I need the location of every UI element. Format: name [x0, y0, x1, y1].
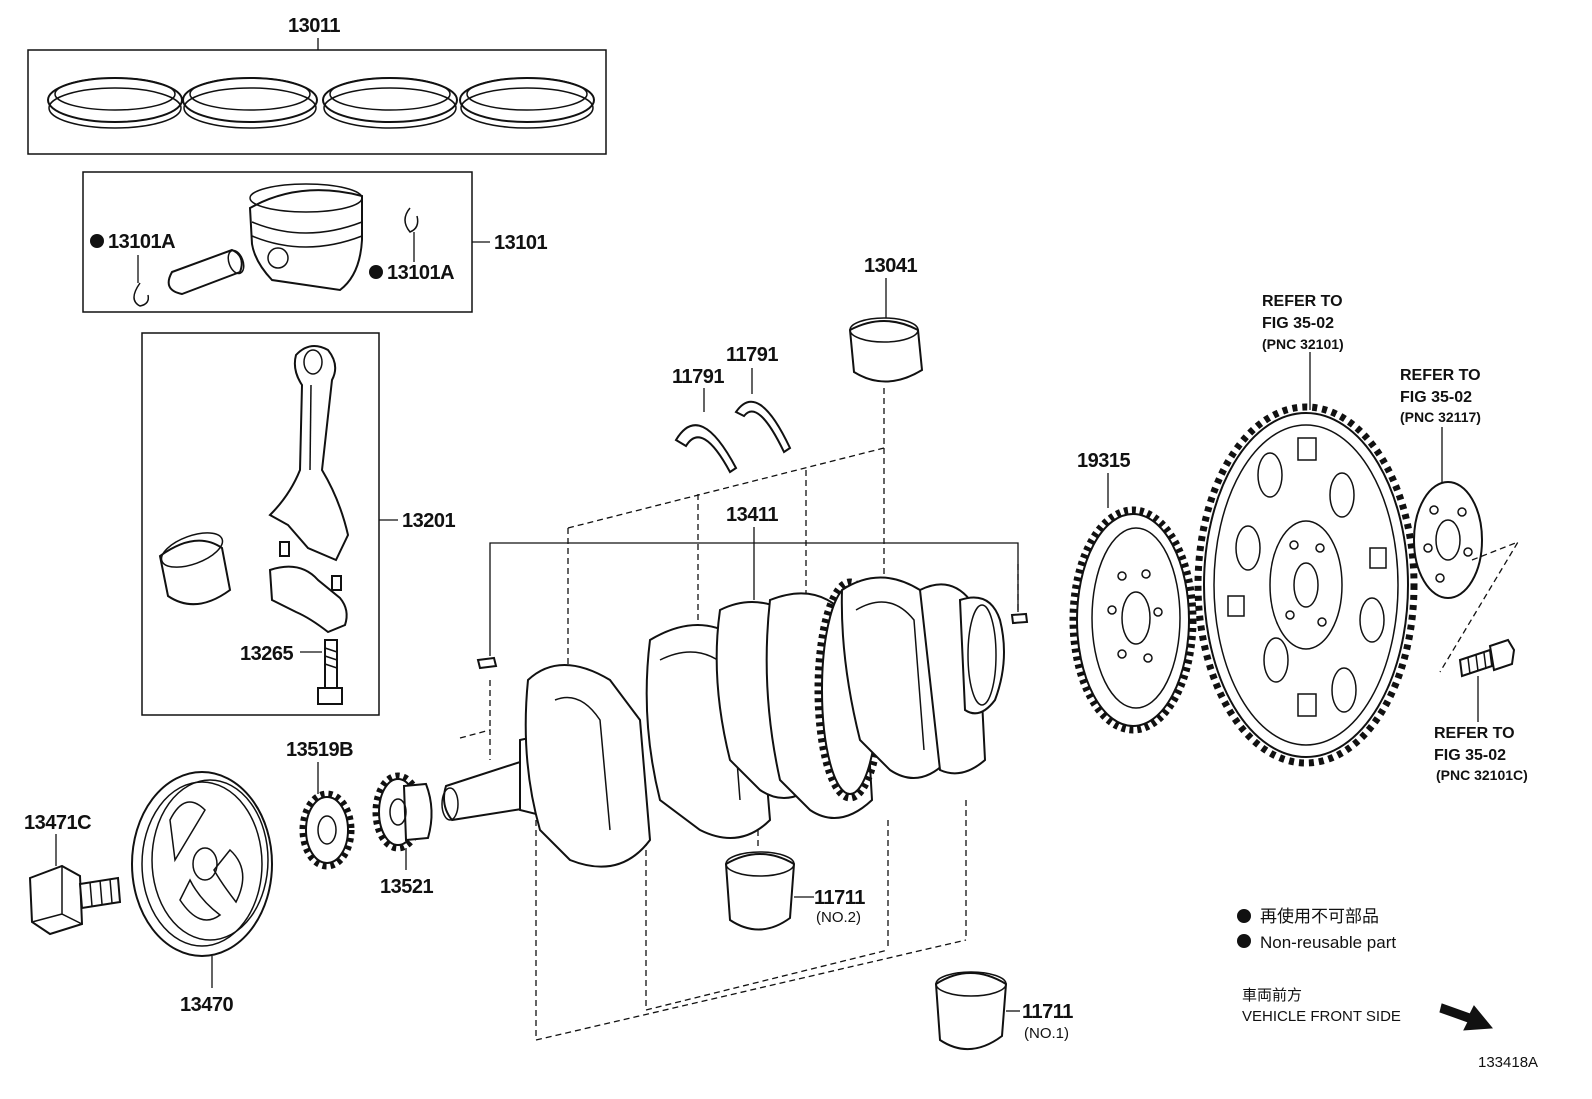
snap-ring-left: [133, 282, 150, 307]
piston-ring-4: [459, 77, 595, 129]
label-13470: 13470: [180, 994, 233, 1016]
label-11711-no1-sub: (NO.1): [1024, 1025, 1069, 1042]
crankshaft-pulley: [131, 771, 273, 988]
reference-note-2: REFER TO FIG 35-02 (PNC 32117): [1400, 367, 1481, 425]
crankshaft-upper-bearing: [848, 278, 924, 383]
ref1-line2: FIG 35-02: [1262, 315, 1334, 332]
label-11791-a: 11791: [672, 366, 724, 388]
label-13201: 13201: [402, 510, 455, 532]
crankshaft-position-sensor-plate: [1069, 473, 1197, 734]
non-reusable-mark-left: [90, 234, 104, 248]
drive-plate-bolt: [1458, 638, 1516, 722]
label-11711-no1: 11711: [1022, 1001, 1073, 1023]
legend-non-reusable-jp: 再使用不可部品: [1260, 906, 1379, 926]
snap-ring-right: [404, 207, 419, 233]
ref2-line2: FIG 35-02: [1400, 389, 1472, 406]
connecting-rod: [268, 345, 350, 562]
label-13101A-right: 13101A: [387, 262, 454, 284]
piston-ring-1: [47, 77, 183, 129]
non-reusable-mark-right: [369, 265, 383, 279]
ref3-line2: FIG 35-02: [1434, 747, 1506, 764]
connecting-rod-bolt: [317, 639, 343, 705]
label-13411: 13411: [726, 504, 778, 526]
ref2-line1: REFER TO: [1400, 367, 1481, 384]
crankshaft: [441, 576, 1005, 868]
reference-note-3: REFER TO FIG 35-02 (PNC 32101C): [1434, 725, 1528, 783]
main-bearing-no2: [724, 851, 814, 931]
drive-plate-spacer: [1413, 427, 1520, 673]
piston: [248, 183, 363, 292]
label-13101: 13101: [494, 232, 547, 254]
thrust-washer-left: [674, 424, 738, 474]
drive-plate: [1194, 352, 1418, 767]
ref1-line1: REFER TO: [1262, 293, 1343, 310]
piston-ring-3: [322, 77, 458, 129]
pin-right: [331, 575, 342, 591]
reference-note-1: REFER TO FIG 35-02 (PNC 32101): [1262, 293, 1344, 352]
label-11711-no2: 11711: [814, 887, 865, 909]
main-bearing-no1: [934, 971, 1020, 1051]
crankshaft-lead-bracket: [476, 527, 1029, 670]
figure-id: 133418A: [1478, 1054, 1538, 1071]
label-13041: 13041: [864, 255, 917, 277]
piston-pin: [167, 248, 245, 296]
legend: 再使用不可部品 Non-reusable part 車両前方 VEHICLE F…: [1237, 906, 1538, 1071]
piston-ring-set: [27, 38, 607, 155]
legend-front-en: VEHICLE FRONT SIDE: [1242, 1008, 1401, 1025]
legend-bullet-1: [1237, 909, 1251, 923]
connecting-rod-bearing: [158, 532, 232, 606]
ref2-line3: (PNC 32117): [1400, 409, 1481, 425]
label-13471C: 13471C: [24, 812, 91, 834]
ref3-line3: (PNC 32101C): [1436, 767, 1528, 783]
piston-subassembly: [82, 171, 490, 313]
pin-left: [279, 541, 290, 557]
ref1-line3: (PNC 32101): [1262, 336, 1344, 352]
legend-front-jp: 車両前方: [1242, 987, 1302, 1004]
thrust-washer-right: [734, 400, 792, 454]
label-13521: 13521: [380, 876, 433, 898]
piston-ring-2: [182, 77, 318, 129]
ref3-line1: REFER TO: [1434, 725, 1515, 742]
label-13101A-left: 13101A: [108, 231, 175, 253]
legend-non-reusable-en: Non-reusable part: [1260, 933, 1396, 952]
label-11711-no2-sub: (NO.2): [816, 909, 861, 926]
label-13265: 13265: [240, 643, 293, 665]
label-19315: 19315: [1077, 450, 1130, 472]
label-13011: 13011: [288, 15, 340, 37]
label-11791-b: 11791: [726, 344, 778, 366]
legend-bullet-2: [1237, 934, 1251, 948]
oil-pump-drive-sprocket: [299, 762, 355, 870]
vehicle-front-arrow-icon: [1439, 1003, 1493, 1031]
crankshaft-timing-sprocket: [372, 772, 433, 870]
connecting-rod-assembly: [141, 332, 398, 716]
connecting-rod-cap: [268, 565, 348, 634]
label-13519B: 13519B: [286, 739, 353, 761]
crankshaft-pulley-bolt: [28, 834, 122, 936]
